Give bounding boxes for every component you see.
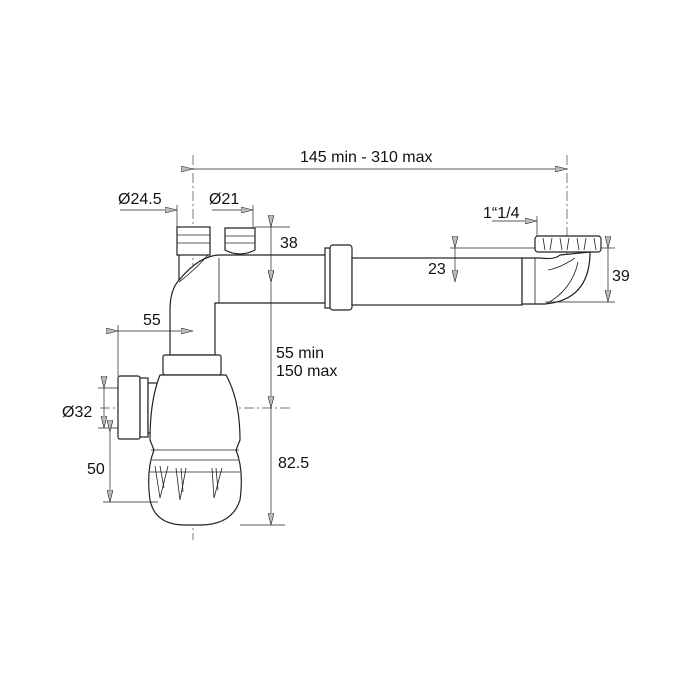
label-side-outlet-diameter: Ø32 — [62, 404, 92, 421]
label-side-offset: 55 — [143, 312, 161, 329]
dimension-lines — [98, 169, 615, 526]
label-inlet-left-diameter: Ø24.5 — [118, 191, 162, 208]
label-vertical-adjust-max: 150 max — [276, 363, 337, 380]
label-bowl-height: 82.5 — [278, 455, 309, 472]
label-side-outlet-height: 50 — [87, 461, 105, 478]
dimension-labels: 145 min - 310 max Ø24.5 Ø21 38 1“1/4 23 … — [62, 149, 630, 478]
siphon-body — [117, 226, 602, 526]
label-basket-connection: 1“1/4 — [483, 205, 520, 222]
label-inlet-right-diameter: Ø21 — [209, 191, 239, 208]
label-elbow-height: 39 — [612, 268, 630, 285]
label-inlet-height: 38 — [280, 235, 298, 252]
label-vertical-adjust-min: 55 min — [276, 345, 324, 362]
label-pipe-offset: 23 — [428, 261, 446, 278]
label-outlet-length: 145 min - 310 max — [300, 149, 433, 166]
